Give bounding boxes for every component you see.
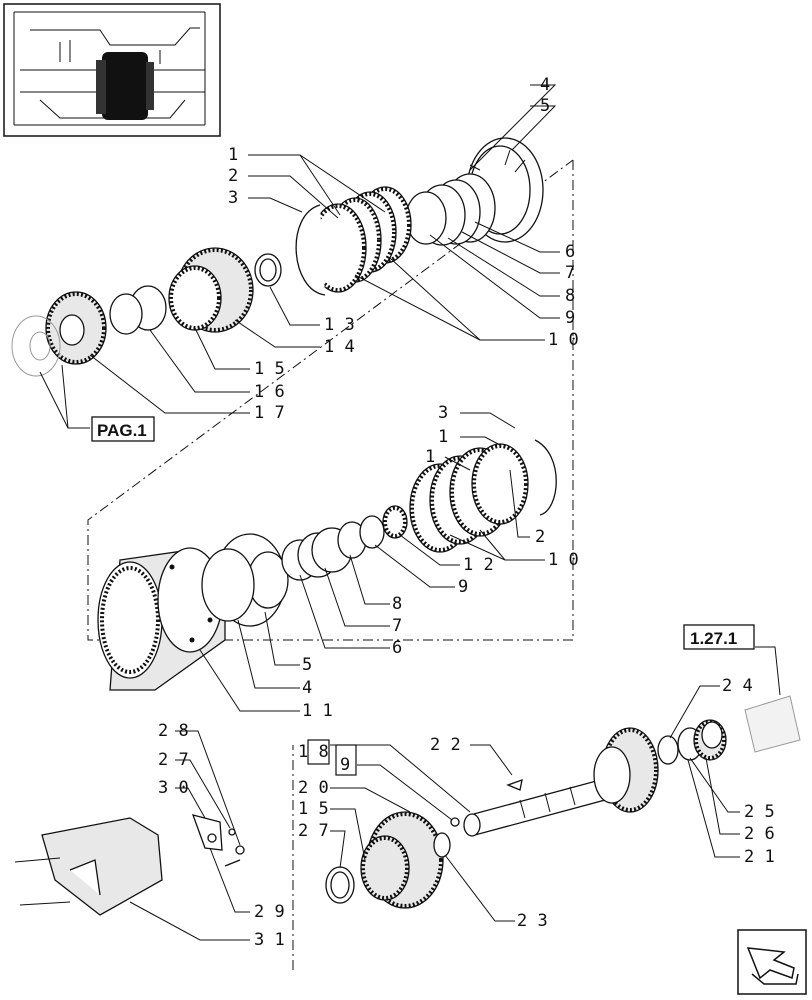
- callout-8-mid: 8: [392, 594, 402, 614]
- guard-leader-lines: [129, 730, 250, 941]
- callout-11: 1 1: [302, 701, 333, 721]
- upper-clutch-assembly: [11, 137, 544, 377]
- callout-1-mid-b: 1: [425, 447, 435, 467]
- callout-30: 3 0: [158, 778, 189, 798]
- ref-1271-reference[interactable]: 1.27.1: [683, 624, 755, 650]
- callout-31: 3 1: [254, 930, 285, 950]
- callout-labels: 1 2 3 4 5 6 7 8 9 1 0 1 3 1 4 1 5 1 6 1 …: [158, 75, 775, 950]
- callout-9: 9: [565, 308, 575, 328]
- callout-2-mid: 2: [535, 527, 545, 547]
- callout-6-mid: 6: [392, 638, 402, 658]
- callout-1: 1: [228, 145, 238, 165]
- callout-18: 1 8: [298, 742, 329, 762]
- callout-10: 1 0: [548, 330, 579, 350]
- callout-4-mid: 4: [302, 678, 312, 698]
- callout-27-low: 2 7: [298, 821, 329, 841]
- callout-5-mid: 5: [302, 655, 312, 675]
- callout-1-mid-a: 1: [438, 427, 448, 447]
- callout-15: 1 5: [254, 359, 285, 379]
- callout-7-mid: 7: [392, 616, 402, 636]
- callout-5: 5: [540, 96, 550, 116]
- svg-text:PAG.1: PAG.1: [97, 421, 147, 440]
- guard-assembly: [14, 814, 245, 916]
- callout-6: 6: [565, 242, 575, 262]
- callout-23: 2 3: [517, 911, 548, 931]
- callout-29: 2 9: [254, 902, 285, 922]
- callout-15-low: 1 5: [298, 799, 329, 819]
- callout-26: 2 6: [744, 824, 775, 844]
- callout-12: 1 2: [463, 555, 494, 575]
- callout-21: 2 1: [744, 847, 775, 867]
- upper-group-frame: [87, 159, 574, 641]
- callout-4: 4: [540, 75, 550, 95]
- callout-25: 2 5: [744, 802, 775, 822]
- callout-9-mid: 9: [458, 577, 468, 597]
- callout-19: 9: [340, 755, 350, 775]
- svg-text:1.27.1: 1.27.1: [690, 629, 737, 648]
- callout-24: 2 4: [722, 676, 753, 696]
- callout-17: 1 7: [254, 403, 285, 423]
- callout-10-mid: 1 0: [548, 550, 579, 570]
- upper-leader-lines: [39, 84, 560, 429]
- callout-22: 2 2: [430, 735, 461, 755]
- callout-3-mid: 3: [438, 403, 448, 423]
- lower-shaft-assembly: [325, 695, 801, 909]
- callout-8: 8: [565, 286, 575, 306]
- callout-14: 1 4: [324, 337, 355, 357]
- callout-13: 1 3: [324, 315, 355, 335]
- assembly-thumbnail[interactable]: [3, 3, 221, 137]
- middle-leader-lines: [199, 412, 545, 712]
- callout-16: 1 6: [254, 382, 285, 402]
- pag1-reference[interactable]: PAG.1: [91, 416, 155, 442]
- callout-7: 7: [565, 263, 575, 283]
- callout-28: 2 8: [158, 721, 189, 741]
- callout-2: 2: [228, 166, 238, 186]
- callout-20: 2 0: [298, 778, 329, 798]
- ref-18-box: [307, 739, 357, 776]
- callout-27-left: 2 7: [158, 750, 189, 770]
- next-page-arrow-icon[interactable]: [737, 929, 807, 995]
- lower-leader-lines: [330, 646, 781, 922]
- callout-3: 3: [228, 188, 238, 208]
